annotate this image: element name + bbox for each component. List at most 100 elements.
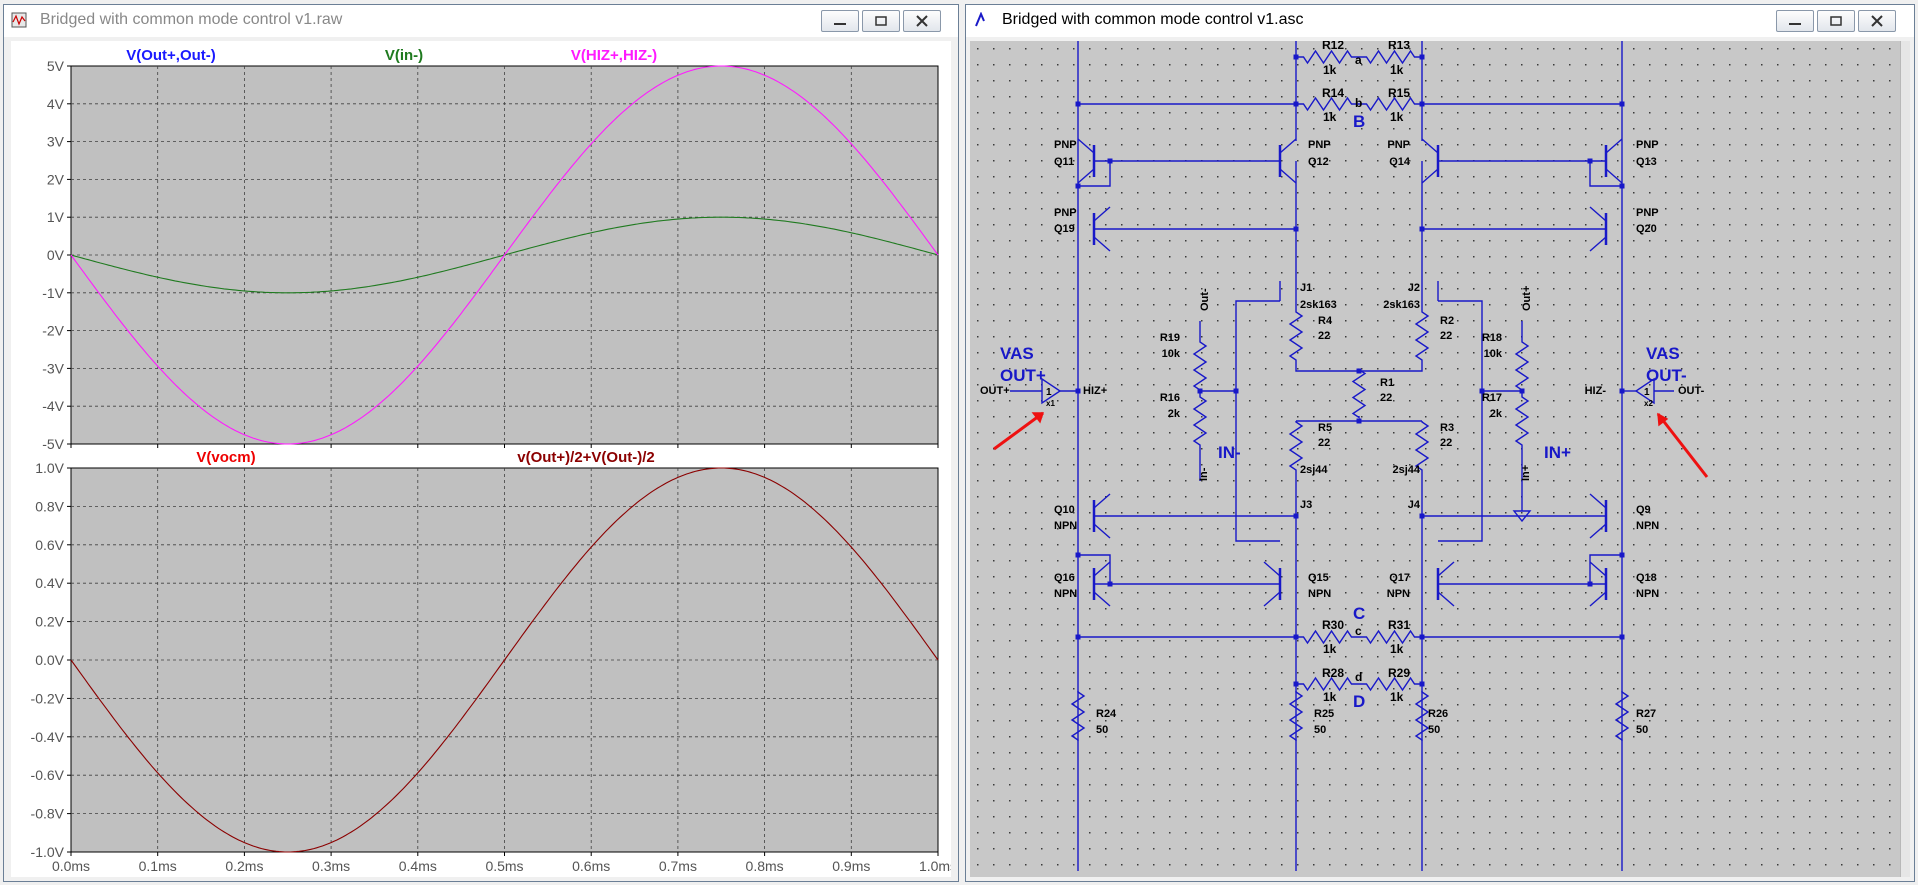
resistor-symbol[interactable] [1192,391,1208,451]
schematic-label: 22 [1440,330,1452,342]
y-tick-label: -0.6V [31,767,65,783]
y-tick-label: -1V [42,285,64,301]
resistor-symbol[interactable] [1288,421,1304,471]
trace-label[interactable]: v(Out+)/2+V(Out-)/2 [517,449,655,466]
trace-line[interactable] [70,467,939,853]
schematic-label: B [1353,112,1365,131]
schematic-label: x1 [1046,399,1055,408]
y-tick-label: 5V [47,58,65,74]
resistor-symbol[interactable] [1359,96,1422,112]
schematic-label: Q9 [1636,504,1651,516]
x-tick-label: 0.0ms [52,858,90,874]
schematic-label: R5 [1318,422,1332,434]
schematic-label: R3 [1440,422,1454,434]
schematic-label: R29 [1388,666,1410,680]
schematic-label: 2sj44 [1392,464,1420,476]
schematic-label: Q18 [1636,572,1657,584]
schematic-label: 22 [1318,437,1330,449]
schematic-label: R13 [1388,41,1410,52]
schematic-label: R14 [1322,86,1344,100]
trace-label[interactable]: V(Out+,Out-) [126,47,216,64]
schematic-window: Bridged with common mode control v1.asc … [965,4,1915,882]
resistor-symbol[interactable] [1296,96,1359,112]
close-button[interactable] [903,10,941,32]
resistor-symbol[interactable] [1514,391,1530,451]
resistor-symbol[interactable] [1070,691,1086,741]
annotation-arrow [993,411,1044,451]
schematic-label: PNP [1054,139,1077,151]
resistor-symbol[interactable] [1351,368,1367,419]
schematic-label: IN+ [1544,443,1571,462]
resistor-symbol[interactable] [1414,311,1430,361]
schematic-label: Q17 [1389,572,1410,584]
resistor-symbol[interactable] [1359,629,1422,645]
schematic-label: 22 [1440,437,1452,449]
schematic-label: 22 [1380,392,1392,404]
maximize-button[interactable] [1817,10,1855,32]
schematic-label: PNP [1054,207,1077,219]
schematic-label: R24 [1096,708,1117,720]
trace-label[interactable]: V(vocm) [196,449,255,466]
resistor-symbol[interactable] [1514,341,1530,391]
resistor-symbol[interactable] [1296,629,1359,645]
schematic-label: 1k [1390,110,1404,124]
schematic-label: NPN [1054,588,1077,600]
resistor-symbol[interactable] [1414,421,1430,471]
schematic-label: R17 [1482,392,1502,404]
waveform-titlebar[interactable]: Bridged with common mode control v1.raw [4,5,958,37]
schematic-label: Q11 [1054,156,1074,168]
minimize-button[interactable] [821,10,859,32]
schematic-label: 22 [1318,330,1330,342]
schematic-label: Q13 [1636,156,1657,168]
buffer-symbol[interactable] [1041,377,1062,405]
schematic-label: C [1353,604,1365,623]
y-tick-label: 1V [47,209,65,225]
vertical-scrollbar[interactable] [1900,41,1910,877]
waveform-app-icon [11,12,27,28]
minimize-button[interactable] [1776,10,1814,32]
schematic-label: IN- [1218,443,1241,462]
close-button[interactable] [1858,10,1896,32]
schematic-label: 10k [1484,348,1503,360]
resistor-symbol[interactable] [1296,676,1359,692]
x-tick-label: 0.5ms [485,858,523,874]
schematic-titlebar[interactable]: Bridged with common mode control v1.asc [966,5,1914,37]
schematic-label: R2 [1440,315,1454,327]
schematic-label: VAS [1646,344,1680,363]
schematic-label: 10k [1162,348,1181,360]
schematic-label: R26 [1428,708,1448,720]
trace-line[interactable] [70,65,939,445]
y-tick-label: -1.0V [31,844,65,860]
buffer-symbol[interactable] [1634,377,1655,405]
schematic-label: Q19 [1054,223,1075,235]
waveform-plot[interactable]: 5V4V3V2V1V0V-1V-2V-3V-4V-5VV(Out+,Out-)V… [11,41,951,877]
x-tick-label: 0.2ms [225,858,263,874]
schematic-label: Out- [1199,288,1211,311]
resistor-symbol[interactable] [1288,311,1304,361]
schematic-label: 1k [1390,63,1404,77]
y-tick-label: 0V [47,247,65,263]
trace-label[interactable]: V(in-) [385,47,423,64]
y-tick-label: -0.2V [31,690,65,706]
resistor-symbol[interactable] [1192,341,1208,391]
resistor-symbol[interactable] [1414,691,1430,741]
resistor-symbol[interactable] [1288,691,1304,741]
y-tick-label: 1.0V [35,460,64,476]
resistor-symbol[interactable] [1359,49,1422,65]
resistor-symbol[interactable] [1614,691,1630,741]
schematic-label: Q14 [1389,156,1411,168]
schematic-label: R16 [1160,392,1180,404]
schematic-label: 50 [1636,724,1648,736]
resistor-symbol[interactable] [1359,676,1422,692]
schematic-label: PNP [1636,139,1659,151]
trace-label[interactable]: V(HIZ+,HIZ-) [571,47,657,64]
minimize-icon [834,23,846,25]
maximize-button[interactable] [862,10,900,32]
x-tick-label: 0.1ms [139,858,177,874]
resistor-symbol[interactable] [1296,49,1359,65]
schematic-label: Q15 [1308,572,1329,584]
schematic-label: In- [1198,467,1210,481]
x-tick-label: 0.7ms [659,858,697,874]
